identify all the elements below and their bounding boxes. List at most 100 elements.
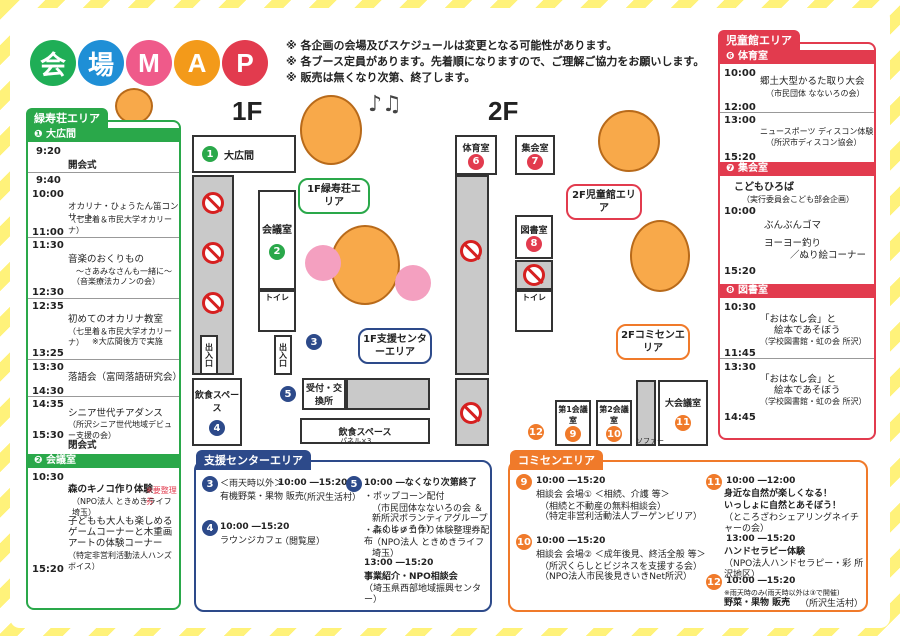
item: 子どもも大人も楽しめる [68, 516, 173, 527]
time: 11:45 [724, 348, 756, 359]
num-9: 9 [516, 474, 532, 490]
item: 絵本であそぼう [774, 385, 841, 396]
pompom-icon [305, 245, 341, 281]
no-entry-icon [202, 192, 224, 214]
no-entry-icon [202, 292, 224, 314]
item: 初めてのオカリナ教室 [68, 314, 164, 325]
note: ※ 各企画の会場及びスケジュールは変更となる可能性があります。 [286, 39, 618, 52]
item: （市民団体 なないろの会） [766, 89, 865, 98]
item: （七里着＆市民大学オカリーナ） [68, 327, 172, 347]
callout-jidokan: 2F児童館エリア [566, 184, 642, 220]
callout-komisen: 2Fコミセンエリア [616, 324, 690, 360]
time: 13:30 [724, 362, 756, 373]
notes: ※ 各企画の会場及びスケジュールは変更となる可能性があります。 ※ 各ブース定員… [286, 38, 704, 86]
num-11: 11 [706, 474, 722, 490]
time: 13:30 [32, 362, 64, 373]
item: ※要整理券 [146, 486, 177, 506]
marker-12: 12 [528, 424, 544, 440]
num-3: 3 [202, 476, 218, 492]
schedule-1: 9:20 開会式 9:40 10:00 オカリナ・ひょうたん笛コンサート （七里… [28, 142, 183, 440]
entrance: 出入口 [274, 335, 292, 375]
komisen-box: コミセンエリア 9 10:00 ―15:20 相談会 会場① ＜相続、介護 等＞… [508, 450, 868, 612]
item: 絵本であそぼう [774, 325, 841, 336]
item: （音楽療法カノンの会） [72, 277, 160, 286]
room-toilet: トイレ [258, 290, 296, 332]
item: （七里着＆市民大学オカリーナ） [68, 215, 172, 235]
section-head: ❻ 体育室 [720, 50, 874, 64]
item: ゲームコーナーと木重画 [68, 527, 173, 538]
floor-label-2f: 2F [488, 96, 519, 126]
title-char: P [222, 40, 268, 86]
time: 14:35 [32, 399, 64, 410]
time: 10:30 [32, 472, 64, 483]
time: 9:20 [36, 146, 61, 157]
marker-5: 5 [280, 386, 296, 402]
item: 森のキノコ作り体験 [68, 484, 153, 495]
floor-label-1f: 1F [232, 96, 263, 126]
time: 13:25 [32, 348, 64, 359]
item: （所沢市ディスコン協会） [766, 138, 862, 147]
time: 10:00 [724, 206, 756, 217]
time: 10:00 [32, 189, 64, 200]
item: （特定非営利活動法人ハンズボイス） [68, 551, 172, 571]
title-char: 会 [30, 40, 76, 86]
entrance: 出入口 [200, 335, 218, 375]
item: こどもひろば [734, 182, 794, 193]
section-head: ❷ 会議室 [28, 454, 179, 468]
item: （所沢シニア世代地域デビュー支援の会） [68, 420, 172, 440]
time: 12:30 [32, 287, 64, 298]
mascot-hula-icon [630, 220, 690, 292]
item: 開会式 [68, 160, 97, 171]
title-char: 場 [78, 40, 124, 86]
time: 10:00 [724, 68, 756, 79]
item: シニア世代チアダンス [68, 408, 163, 419]
schedule-2: 10:30 森のキノコ作り体験 ※要整理券 （NPO法人 ときめきライフ埼玉） … [28, 468, 179, 588]
item: ／ぬり絵コーナー [790, 250, 867, 261]
time: 13:00 [724, 115, 756, 126]
uketsuke: 受付・交換所 [302, 378, 346, 410]
item: 音楽のおくりもの [68, 254, 145, 265]
item: 落語会（富岡落語研究会） [68, 372, 183, 383]
note: ※ 販売は無くなり次第、終了します。 [286, 71, 476, 84]
jidokan-panel: 児童館エリア ❻ 体育室 10:00 郷土大型かるた取り大会 （市民団体 なない… [718, 30, 876, 440]
mascot-icon [115, 88, 153, 124]
panel-label: パネル×3 [340, 437, 372, 445]
time: 11:30 [32, 240, 64, 251]
gray-area [346, 378, 430, 410]
item: （NPO法人 ときめきライフ埼玉） [72, 497, 172, 517]
item: 閉会式 [68, 440, 97, 451]
no-entry-icon [460, 240, 482, 262]
title-char: A [174, 40, 220, 86]
item: ヨーヨー釣り [764, 238, 822, 249]
item: アートの体験コーナー [68, 538, 163, 549]
item: （学校図書館・虹の会 所沢） [760, 397, 867, 406]
music-note-icon: ♪♫ [368, 92, 402, 117]
item: （学校図書館・虹の会 所沢） [760, 337, 867, 346]
pompom-icon [395, 265, 431, 301]
mascot-cheer-icon [330, 225, 400, 305]
sofa-label: ソファー [636, 437, 664, 445]
ryokuju-panel: 緑寿荘エリア ❶ 大広間 9:20 開会式 9:40 10:00 オカリナ・ひょ… [26, 108, 183, 610]
time: 12:35 [32, 301, 64, 312]
section-head: ❼ 集会室 [720, 162, 874, 176]
shien-box: 支援センターエリア 3 ＜雨天時以外＞ 10:00 ―15:20 有機野菜・果物… [194, 450, 492, 612]
note: ※ 各ブース定員があります。先着順になりますので、ご理解ご協力をお願いします。 [286, 55, 705, 68]
time: 15:30 [32, 430, 64, 441]
item: ※大広間後方で実施 [92, 337, 163, 346]
room-toilet-2f: トイレ [515, 290, 553, 332]
time: 11:00 [32, 227, 64, 238]
item: オカリナ・ひょうたん笛コンサート [68, 202, 179, 223]
jidokan-tab: 児童館エリア [718, 30, 800, 50]
num-4: 4 [202, 520, 218, 536]
time: 14:30 [32, 386, 64, 397]
no-entry-icon [202, 242, 224, 264]
time: 12:00 [724, 102, 756, 113]
num-5: 5 [346, 476, 362, 492]
item: 「おはなし会」と [760, 314, 837, 325]
